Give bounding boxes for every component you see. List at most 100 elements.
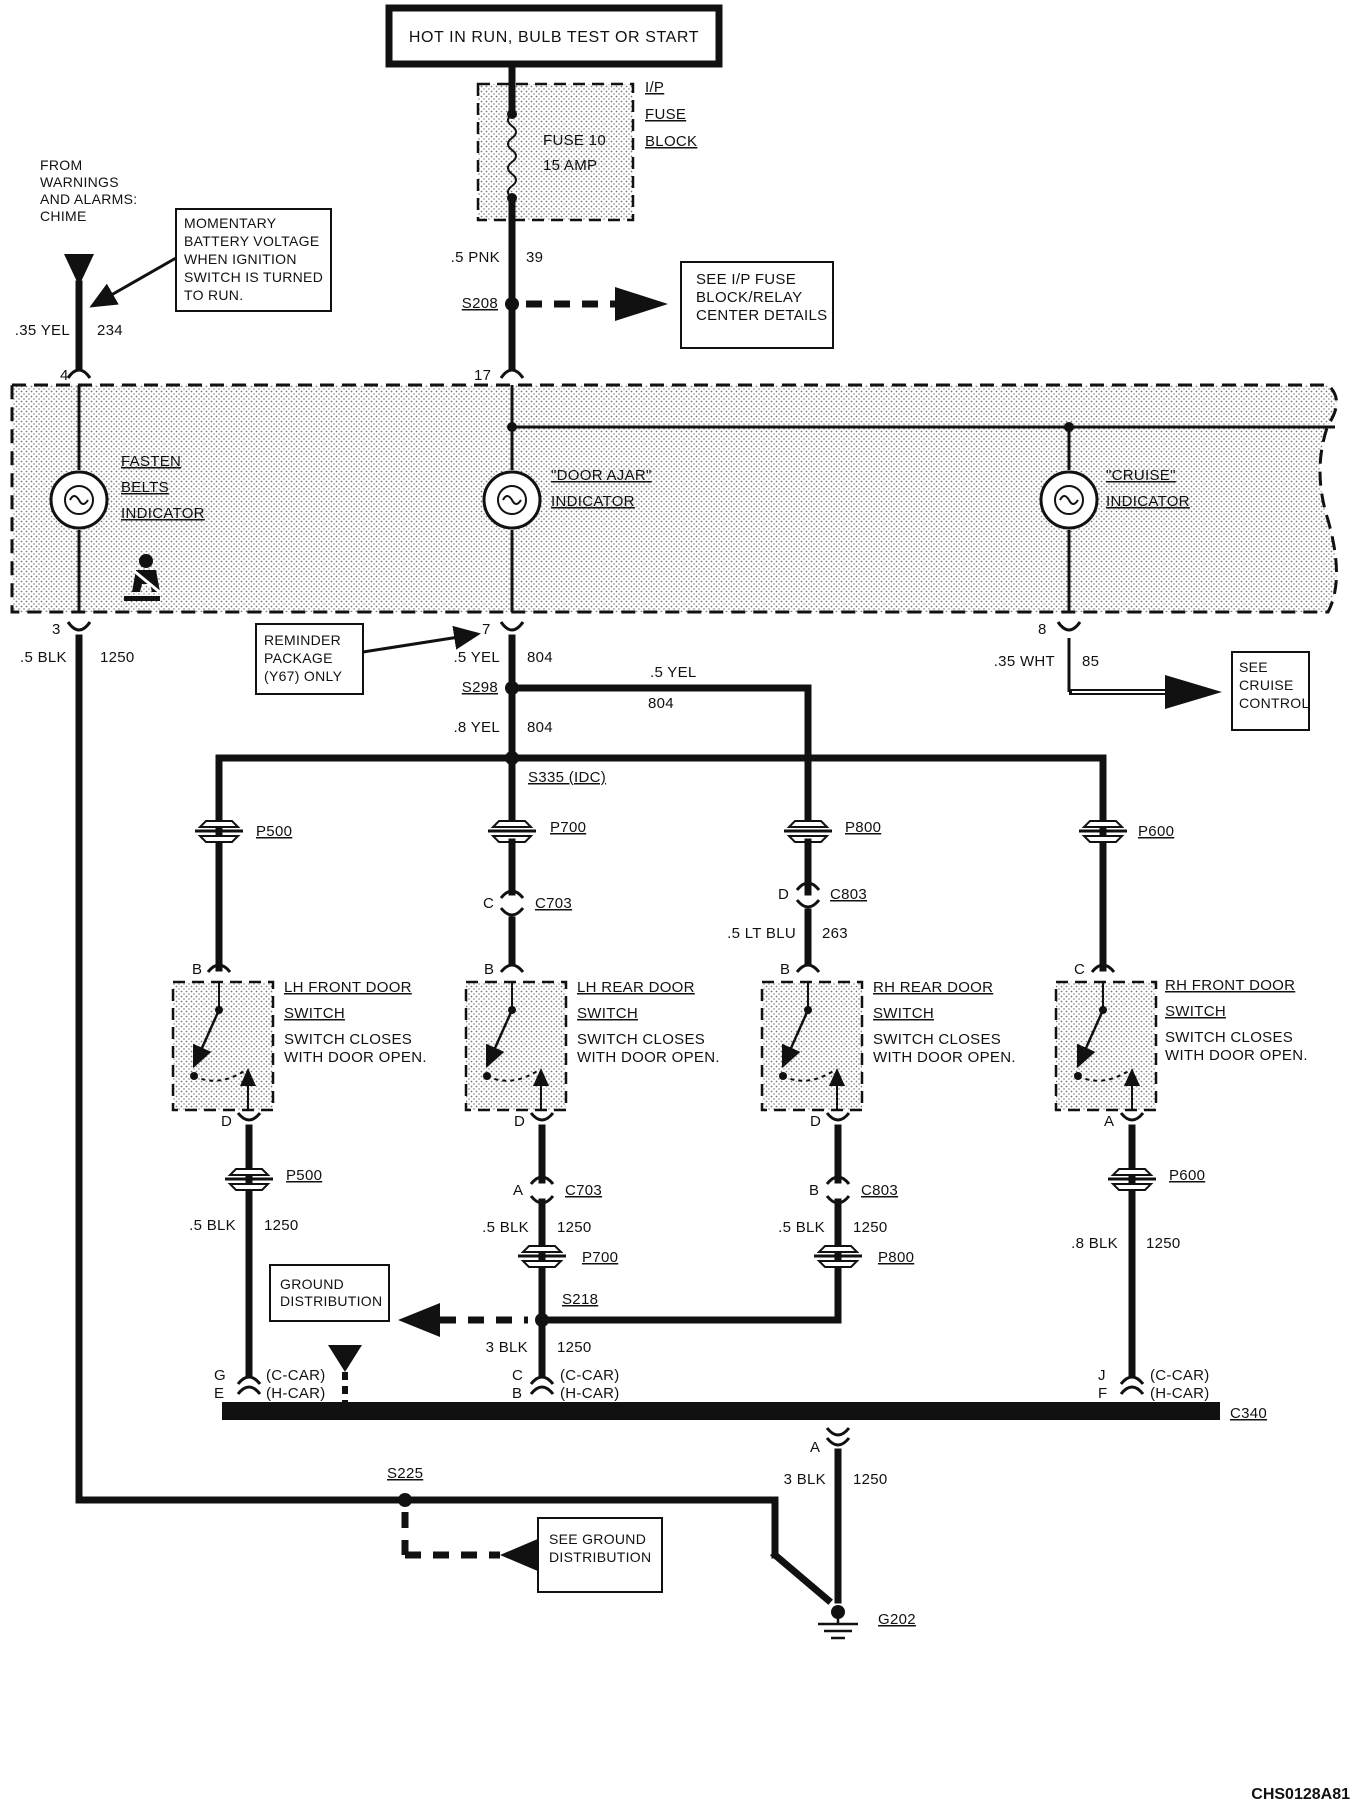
lhf-label-4: WITH DOOR OPEN. <box>284 1049 427 1066</box>
cruise-note-2: CRUISE <box>1239 677 1294 693</box>
door-label-1: "DOOR AJAR" <box>551 467 652 484</box>
momentary-note-3: WHEN IGNITION <box>184 251 297 267</box>
wire-1250-lhr: 1250 <box>557 1219 592 1236</box>
c340-a-connector <box>825 1427 851 1447</box>
pin-rhr-top: B <box>780 961 790 978</box>
lhf-label-2: SWITCH <box>284 1005 345 1022</box>
wire-blk-rhf: .8 BLK <box>1071 1235 1118 1252</box>
wire-wht35: .35 WHT <box>994 653 1055 670</box>
wire-804b: 804 <box>527 719 553 736</box>
ground-icon <box>818 1612 858 1640</box>
c340-lhf-connector <box>236 1375 262 1395</box>
pin-8-connector <box>1056 621 1082 632</box>
pin-7: 7 <box>482 621 491 638</box>
p500-bot-label: P500 <box>286 1167 322 1184</box>
cruise-note-box <box>1231 651 1310 731</box>
splice-s218-dot <box>535 1313 549 1327</box>
reminder-note-2: PACKAGE <box>264 650 333 666</box>
ground-dist-note-2: DISTRIBUTION <box>280 1293 382 1309</box>
pin-rhf-bot: A <box>1104 1113 1114 1130</box>
pin-lhf-top: B <box>192 961 202 978</box>
pin-17: 17 <box>474 367 491 384</box>
p500-top-label: P500 <box>256 823 292 840</box>
wire-blk3-ground: 3 BLK <box>784 1471 826 1488</box>
pin-c803-top: D <box>778 886 789 903</box>
wire-804a: 804 <box>527 649 553 666</box>
pin-c340-c: C <box>512 1367 523 1384</box>
title-box <box>385 4 723 68</box>
pin-lhr-bot: D <box>514 1113 525 1130</box>
rhr-label-3: SWITCH CLOSES <box>873 1031 1001 1048</box>
lhr-label-1: LH REAR DOOR <box>577 979 695 996</box>
c703-bot-label: C703 <box>565 1182 602 1199</box>
connector-p700-bot <box>518 1245 566 1268</box>
pin-rhf-top: C <box>1074 961 1085 978</box>
pin-3-connector <box>66 621 92 632</box>
lhr-top-pin <box>499 963 525 973</box>
figure-id: CHS0128A81 <box>1251 1786 1350 1803</box>
reminder-note-box <box>255 623 364 695</box>
from-chime-2: WARNINGS <box>40 174 119 190</box>
p800-bot-label: P800 <box>878 1249 914 1266</box>
wire-1250-rhf: 1250 <box>1146 1235 1181 1252</box>
pin-c340-a: A <box>810 1439 820 1456</box>
wire-blk3-s218: 3 BLK <box>486 1339 528 1356</box>
pin-4-connector <box>66 368 92 379</box>
lhf-label-3: SWITCH CLOSES <box>284 1031 412 1048</box>
fuse-block <box>476 82 635 222</box>
wire-yel8: .8 YEL <box>453 719 500 736</box>
wire-yel5-branch: .5 YEL <box>650 664 697 681</box>
wire-yel5: .5 YEL <box>453 649 500 666</box>
rhr-top-pin <box>795 963 821 973</box>
wire-1250-lhf: 1250 <box>264 1217 299 1234</box>
fasten-label-2: BELTS <box>121 479 169 496</box>
fuse-block-label-2: FUSE <box>645 106 686 123</box>
pin-c703-bot: A <box>513 1182 523 1199</box>
rhf-bot-pin <box>1119 1112 1145 1122</box>
wire-pnk: .5 PNK <box>451 249 500 266</box>
rhf-top-pin <box>1090 963 1116 973</box>
arrow-to-see-ground <box>500 1538 540 1572</box>
c340-rhf-connector <box>1119 1375 1145 1395</box>
title: HOT IN RUN, BULB TEST OR START <box>409 29 699 46</box>
splice-s218: S218 <box>562 1291 598 1308</box>
ip-fuse-note-1: SEE I/P FUSE <box>696 271 796 288</box>
h-car-3: (H-CAR) <box>1150 1385 1210 1402</box>
wire-blk-rhr: .5 BLK <box>778 1219 825 1236</box>
c-car-1: (C-CAR) <box>266 1367 326 1384</box>
momentary-note-1: MOMENTARY <box>184 215 277 231</box>
momentary-note-box <box>175 208 332 312</box>
rh-rear-door-switch <box>760 980 864 1112</box>
connector-p500-top <box>195 820 243 843</box>
wire-39: 39 <box>526 249 543 266</box>
p800-top-label: P800 <box>845 819 881 836</box>
c703-top-connector <box>499 889 525 917</box>
splice-s208: S208 <box>462 295 498 312</box>
from-chime-3: AND ALARMS: <box>40 191 137 207</box>
door-label-2: INDICATOR <box>551 493 635 510</box>
connector-p600-bot <box>1108 1168 1156 1191</box>
c340-lhr-connector <box>529 1375 555 1395</box>
reminder-note-1: REMINDER <box>264 632 341 648</box>
pin-c803-bot: B <box>809 1182 819 1199</box>
splice-s208-dot <box>505 297 519 311</box>
c803-top-label: C803 <box>830 886 867 903</box>
splice-s335: S335 (IDC) <box>528 769 606 786</box>
momentary-note-2: BATTERY VOLTAGE <box>184 233 319 249</box>
reminder-note-3: (Y67) ONLY <box>264 668 343 684</box>
see-ground-note-2: DISTRIBUTION <box>549 1549 651 1565</box>
see-ground-note-1: SEE GROUND <box>549 1531 646 1547</box>
lhf-bot-pin <box>236 1112 262 1122</box>
momentary-note-4: SWITCH IS TURNED <box>184 269 323 285</box>
ip-fuse-note-box <box>680 261 834 349</box>
wire-804-branch: 804 <box>648 695 674 712</box>
pin-c340-b: B <box>512 1385 522 1402</box>
splice-s335-dot <box>505 751 519 765</box>
c-car-3: (C-CAR) <box>1150 1367 1210 1384</box>
from-chime-1: FROM <box>40 157 82 173</box>
fuse-name: FUSE 10 <box>543 132 606 149</box>
pin-c703-top: C <box>483 895 494 912</box>
ground-g202: G202 <box>878 1611 916 1628</box>
lhr-label-3: SWITCH CLOSES <box>577 1031 705 1048</box>
rhr-label-4: WITH DOOR OPEN. <box>873 1049 1016 1066</box>
